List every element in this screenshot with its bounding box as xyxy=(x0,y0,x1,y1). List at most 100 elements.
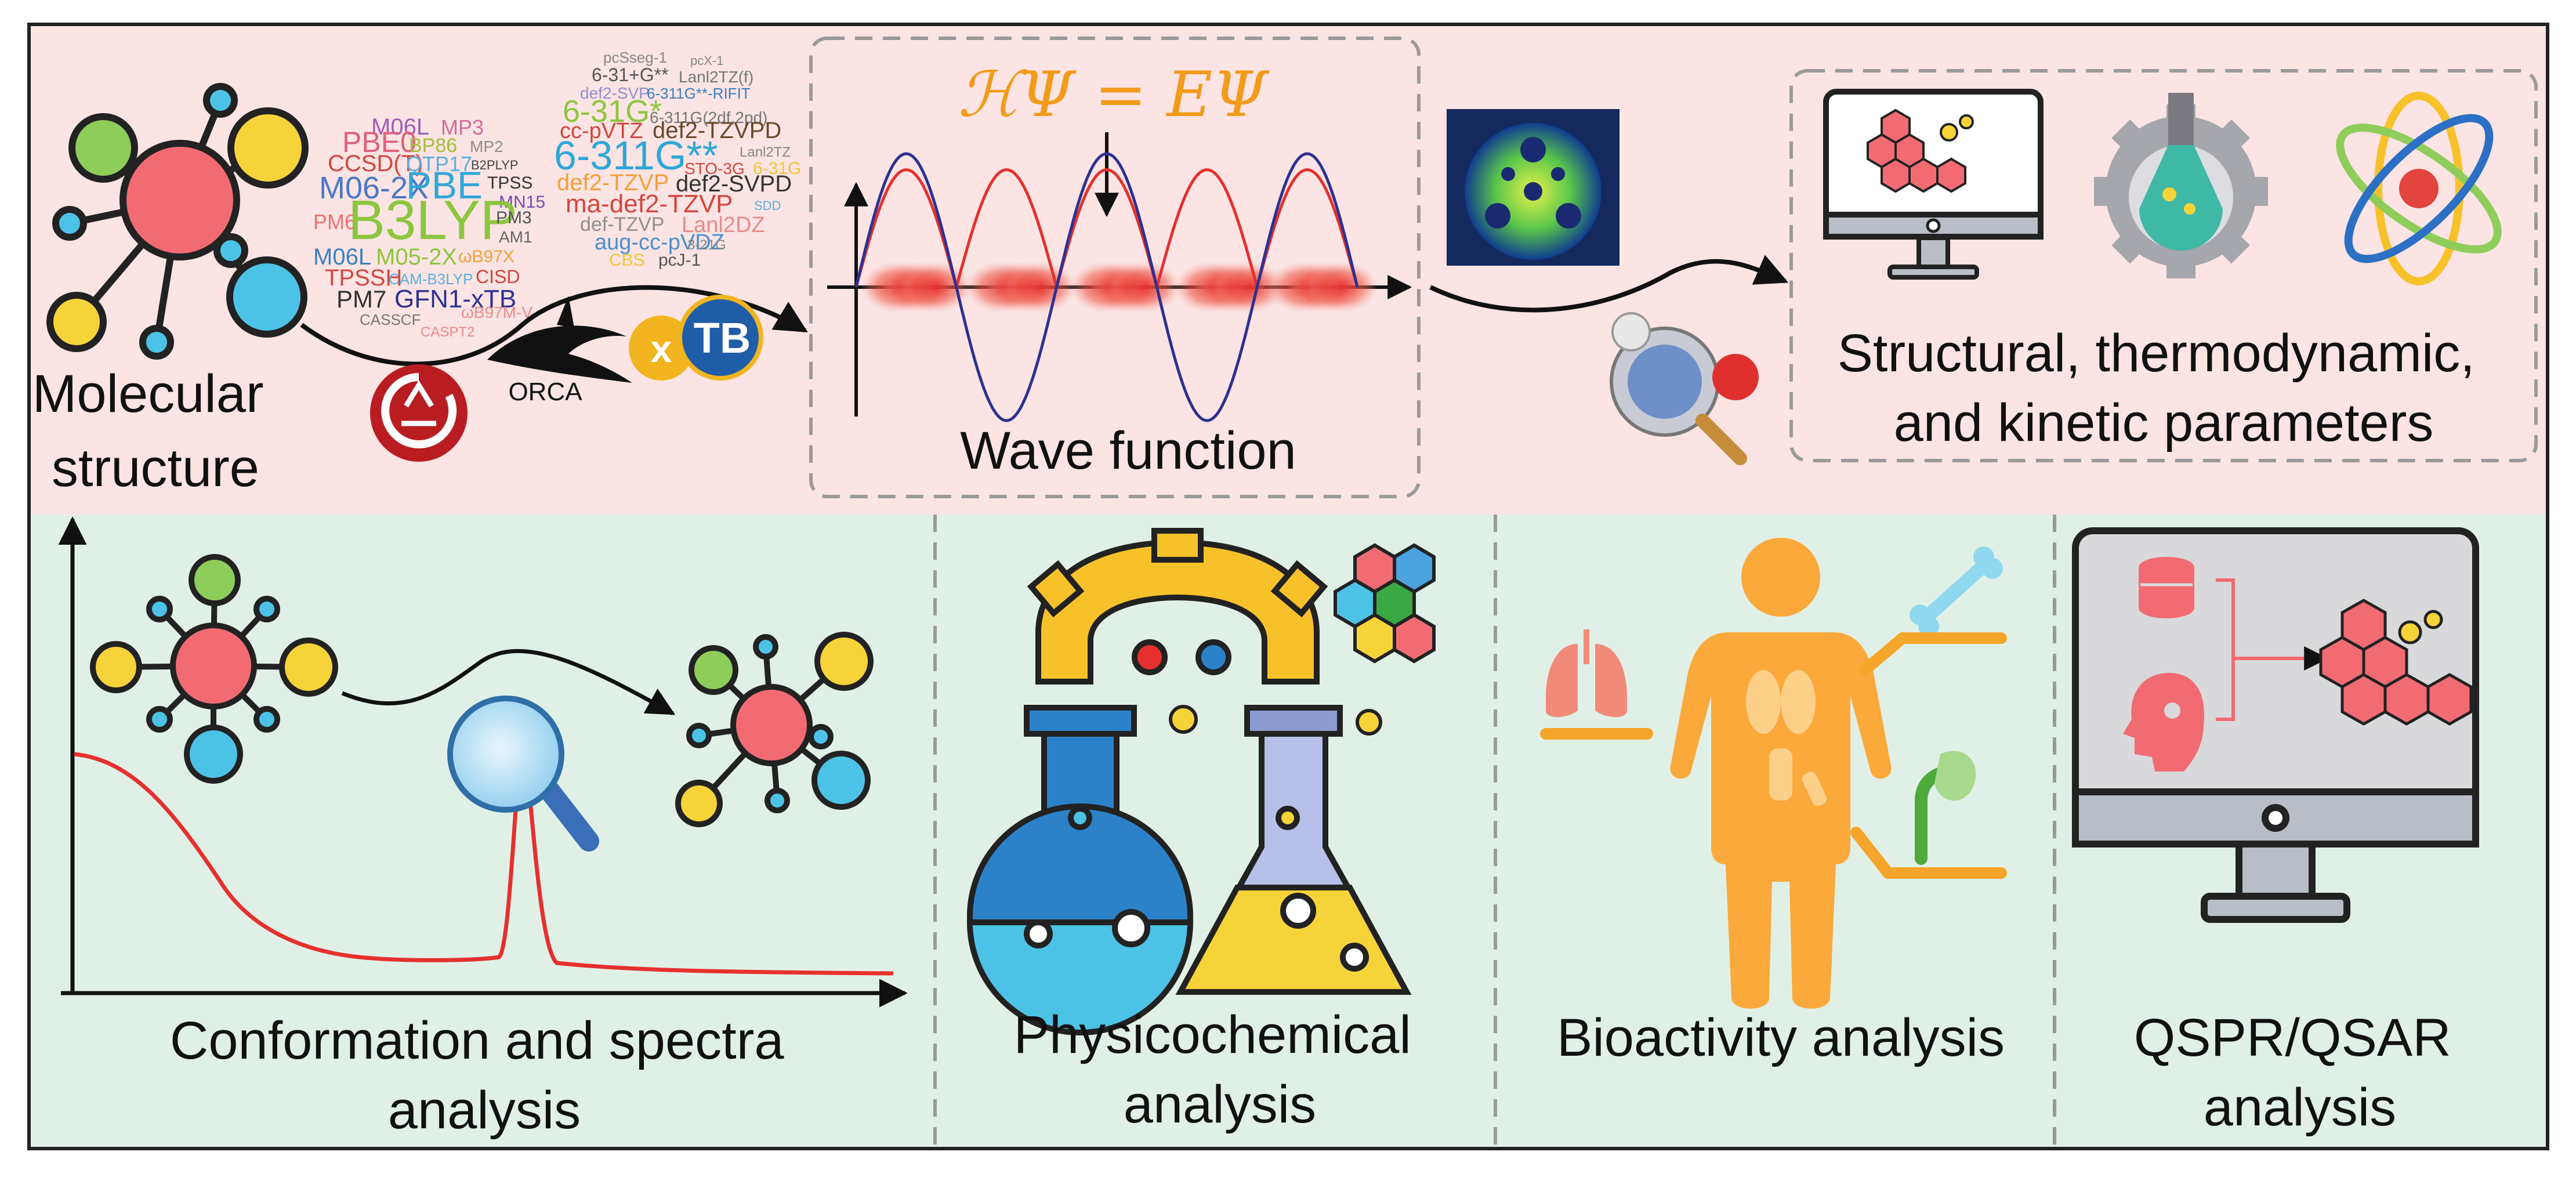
wordcloud-term: TPSS xyxy=(487,173,532,193)
hexagon-cluster-icon xyxy=(1334,543,1436,664)
density-blob xyxy=(1109,262,1181,313)
stomach-icon xyxy=(1915,751,1976,865)
schrodinger-equation: ℋΨ = EΨ xyxy=(958,59,1270,131)
wordcloud-term: def2-TZVPD xyxy=(653,118,781,143)
magnifier-icon xyxy=(447,696,599,852)
parameters-box xyxy=(1789,69,2538,462)
xtb-logo-icon: x TB xyxy=(629,295,763,381)
wave-curve-blue xyxy=(854,152,1359,422)
wordcloud-term: 6-311G**-RIFIT xyxy=(647,85,751,102)
wordcloud-term: MP3 xyxy=(441,115,484,139)
wordcloud-term: M06-2X xyxy=(319,171,429,205)
wordcloud-term: cc-pVTZ xyxy=(560,119,643,143)
wordcloud-term: PM3 xyxy=(496,208,532,227)
bioactivity-label: Bioactivity analysis xyxy=(1557,1008,2005,1067)
bone-icon xyxy=(1910,546,2003,637)
wordcloud-term: 6-31G* xyxy=(563,94,662,129)
wordcloud-term: 3-21G xyxy=(687,237,726,253)
gear-arch-icon xyxy=(1027,528,1328,685)
orca-logo-icon: ORCA xyxy=(487,296,632,406)
molecule-hexagons-icon xyxy=(2319,599,2473,726)
wordcloud-term: 6-31G xyxy=(753,159,801,178)
conformation-label: Conformation and spectra analysis xyxy=(170,1011,799,1140)
wordcloud-term: MN15 xyxy=(499,193,545,212)
svg-text:ORCA: ORCA xyxy=(508,378,582,406)
bubble xyxy=(2423,610,2443,629)
wordcloud-term: GFN1-xTB xyxy=(394,285,516,313)
wordcloud-term: PBE xyxy=(406,164,483,207)
wordcloud-term: M05-2X xyxy=(376,244,457,270)
wordcloud-term: PBE0 xyxy=(342,126,416,158)
flow-arrow-top-2 xyxy=(1429,255,1789,313)
wordcloud-term: CBS xyxy=(609,251,645,270)
wordcloud-term: SDD xyxy=(754,198,781,213)
wordcloud-term: def2-TZVP xyxy=(557,170,669,195)
wordcloud-term: def2-SVP xyxy=(580,84,650,102)
wordcloud-term: ωB97X xyxy=(458,247,515,266)
wordcloud-term: AM1 xyxy=(499,228,532,246)
flow-arrow-top-1 xyxy=(300,285,808,367)
qspr-label: QSPR/QSAR analysis xyxy=(2134,1008,2466,1137)
round-flask-icon xyxy=(966,705,1194,1035)
wordcloud-term: 6-31+G** xyxy=(592,64,669,85)
bubble xyxy=(1169,705,1198,734)
wordcloud-term: 6-311G** xyxy=(554,133,718,178)
computer-molecule-icon xyxy=(1823,89,2044,280)
molecular-structure-label: Molecular structure xyxy=(32,364,278,498)
wordcloud-term: def-TZVP xyxy=(580,213,664,236)
wordcloud-term: CASPT2 xyxy=(421,324,474,340)
wordcloud-term: ωB97M-V xyxy=(461,303,532,321)
wordcloud-term: pcJ-1 xyxy=(658,251,701,270)
wordcloud-term: CAM-B3LYP xyxy=(389,270,473,288)
wordcloud-term: MP2 xyxy=(470,137,503,155)
atom-orbit-icon xyxy=(2336,92,2502,285)
density-blob xyxy=(1005,262,1077,313)
figure-border xyxy=(27,23,2549,1150)
bubble xyxy=(1356,709,1382,736)
wordcloud-term: B2PLYP xyxy=(471,158,519,172)
probability-density-glow xyxy=(861,262,1378,313)
svg-text:TB: TB xyxy=(694,314,751,362)
stomach-pointer-line xyxy=(1850,827,2007,879)
wordcloud-term: M06L xyxy=(371,114,429,140)
analysis-magnifier-icon xyxy=(1610,312,1759,465)
wordcloud-term: 6-311G(2df,2pd) xyxy=(650,108,767,126)
molecule-icon-large xyxy=(46,83,309,360)
wordcloud-term: Lanl2TZ(f) xyxy=(679,68,753,86)
wordcloud-term: CISD xyxy=(476,266,520,287)
wordcloud-term: aug-cc-pVDZ xyxy=(595,230,724,255)
lungs-icon xyxy=(1546,629,1627,718)
parameters-label: Structural, thermodynamic, and kinetic p… xyxy=(1838,324,2490,452)
wordcloud-term: Lanl2DZ xyxy=(682,213,765,237)
brain-head-icon xyxy=(2123,673,2204,772)
human-body-icon xyxy=(1670,538,1892,1009)
wordcloud-term: B3LYP xyxy=(348,189,517,251)
wordcloud-term: QTP17 xyxy=(406,152,472,176)
bubble xyxy=(2398,620,2422,644)
qsar-bracket xyxy=(2216,578,2235,721)
gear-flask-icon xyxy=(2094,93,2268,278)
wordcloud-term: STO-3G xyxy=(684,160,745,178)
wordcloud-term: PM6 xyxy=(313,210,356,234)
internal-organs-icon xyxy=(1746,670,1827,806)
molecule-icon-conformer-2 xyxy=(675,632,874,827)
erlenmeyer-flask-icon xyxy=(1175,705,1412,995)
molecule-icon-conformer-1 xyxy=(90,554,338,784)
physicochemical-label: Physicochemical analysis xyxy=(1014,1005,1426,1134)
wordcloud-term: TPSSH xyxy=(325,265,402,291)
spectrum-axes xyxy=(58,516,908,1008)
conformation-arrow xyxy=(341,649,676,716)
electron-density-map xyxy=(1447,109,1619,266)
gaussian-logo-icon xyxy=(370,364,468,462)
wave-curve-red xyxy=(854,168,1359,293)
bone-pointer-line xyxy=(1859,632,2007,676)
wordcloud-term: Lanl2TZ xyxy=(740,144,791,160)
wave-function-label: Wave function xyxy=(960,421,1296,480)
wordcloud-term: CASSCF xyxy=(360,311,421,328)
wordcloud-term: PM7 xyxy=(336,285,386,313)
wordcloud-term: pcSseg-1 xyxy=(603,49,667,66)
wordcloud-term: pcX-1 xyxy=(690,53,723,68)
density-blob xyxy=(1213,262,1285,313)
